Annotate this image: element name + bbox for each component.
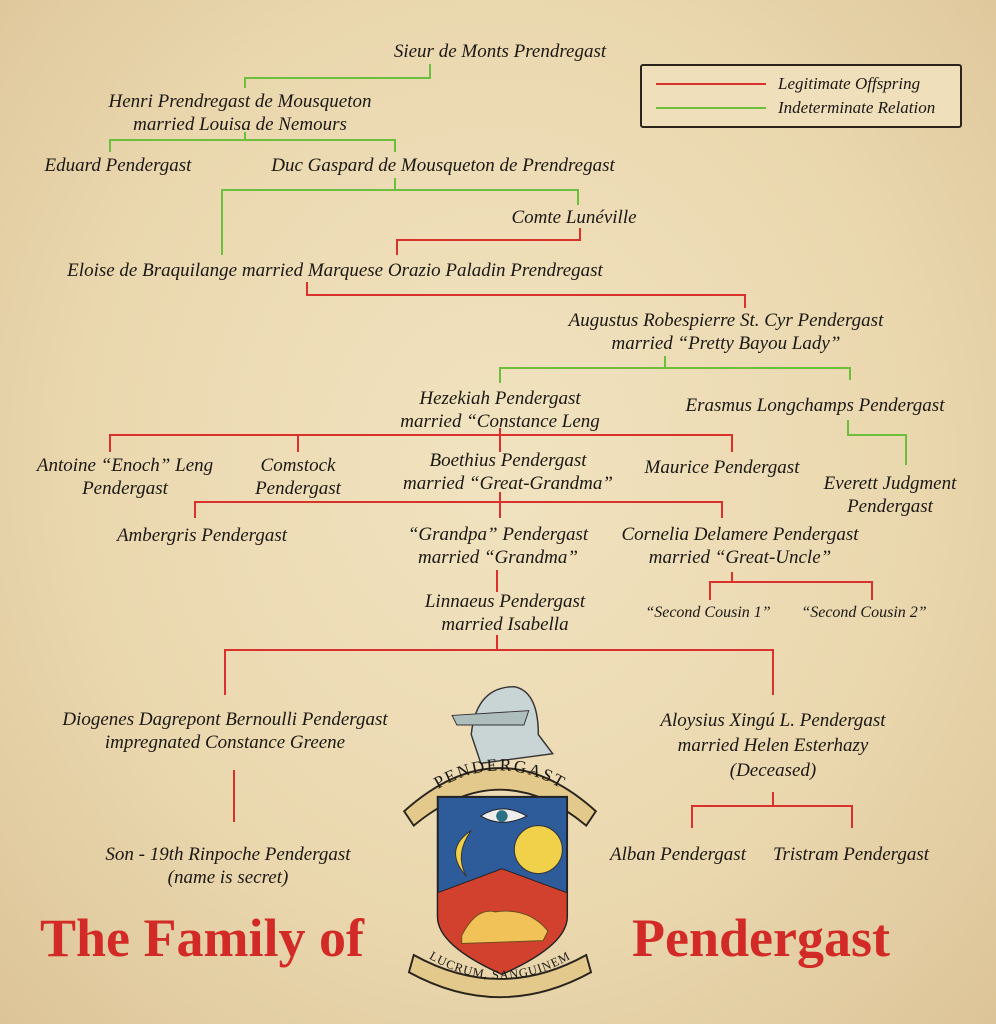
legend-label: Legitimate Offspring xyxy=(778,74,921,93)
name: Linnaeus Pendergast xyxy=(424,591,586,612)
legend-legitimate: Legitimate Offspring xyxy=(656,74,920,94)
person-ambergris: Ambergris Pendergast xyxy=(116,525,288,546)
person-alban: Alban Pendergast xyxy=(610,844,746,865)
person-orazio: Eloise de Braquilange married Marquese O… xyxy=(67,260,603,281)
coat-of-arms: PENDERGAST LUCRUM, SANGUINEM xyxy=(402,685,598,999)
motto-banner xyxy=(407,953,593,999)
spouse: married Isabella xyxy=(441,614,569,635)
name: Henri Prendregast de Mousqueton xyxy=(108,91,372,112)
name: Diogenes Dagrepont Bernoulli Pendergast xyxy=(62,709,388,730)
indeterminate-lines xyxy=(109,64,907,465)
name: Comstock xyxy=(260,455,336,476)
spouse: married “Grandma” xyxy=(418,547,578,568)
title-left: The Family of xyxy=(40,908,364,968)
name: Pendergast xyxy=(255,478,341,499)
spouse: married “Pretty Bayou Lady” xyxy=(611,333,841,354)
person-aloysius: Aloysius Xingú L. Pendergast married Hele… xyxy=(660,708,885,783)
legend-label: Indeterminate Relation xyxy=(778,98,936,117)
person-comte: Comte Lunéville xyxy=(511,207,637,228)
lion-icon xyxy=(461,910,549,944)
green-line-swatch xyxy=(656,107,766,109)
person-cousin-1: “Second Cousin 1” xyxy=(645,604,771,621)
name: Son - 19th Rinpoche Pendergast xyxy=(105,844,351,865)
person-tristram: Tristram Pendergast xyxy=(772,844,930,865)
person-maurice: Maurice Pendergast xyxy=(644,457,800,478)
name: Aloysius Xingú L. Pendergast xyxy=(660,710,886,731)
person-erasmus: Erasmus Longchamps Pendergast xyxy=(685,395,945,416)
spouse: impregnated Constance Greene xyxy=(104,732,346,753)
sun-icon xyxy=(513,825,563,875)
helmet-icon xyxy=(451,685,555,765)
person-sieur: Sieur de Monts Prendregast xyxy=(393,41,607,62)
spouse: married “Great-Uncle” xyxy=(648,547,832,568)
spouse: married “Constance Leng xyxy=(400,411,600,432)
person-cousin-2: “Second Cousin 2” xyxy=(801,604,927,621)
eye-icon xyxy=(479,808,528,823)
status: (Deceased) xyxy=(729,760,817,781)
person-son: Son - 19th Rinpoche Pendergast(name is s… xyxy=(105,843,350,889)
legend: Legitimate Offspring Indeterminate Relat… xyxy=(640,64,962,128)
note: (name is secret) xyxy=(167,867,289,888)
spouse: married Louisa de Nemours xyxy=(133,114,347,135)
crescent-moon-icon xyxy=(455,830,472,877)
name: Pendergast xyxy=(847,496,933,517)
name: Hezekiah Pendergast xyxy=(419,388,581,409)
red-line-swatch xyxy=(656,83,766,85)
name: Pendergast xyxy=(82,478,168,499)
spouse: married “Great-Grandma” xyxy=(403,473,613,494)
name: Boethius Pendergast xyxy=(429,450,587,471)
legitimate-lines xyxy=(109,228,873,828)
person-eduard: Eduard Pendergast xyxy=(44,155,192,176)
name: “Grandpa” Pendergast xyxy=(407,524,589,545)
spouse: married Helen Esterhazy xyxy=(677,735,869,756)
name: Cornelia Delamere Pendergast xyxy=(621,524,859,545)
person-gaspard: Duc Gaspard de Mousqueton de Prendregast xyxy=(271,155,615,176)
title-right: Pendergast xyxy=(632,908,890,968)
legend-indeterminate: Indeterminate Relation xyxy=(656,98,935,118)
name: Augustus Robespierre St. Cyr Pendergast xyxy=(568,310,884,331)
name: Everett Judgment xyxy=(823,473,957,494)
name: Antoine “Enoch” Leng xyxy=(36,455,214,476)
